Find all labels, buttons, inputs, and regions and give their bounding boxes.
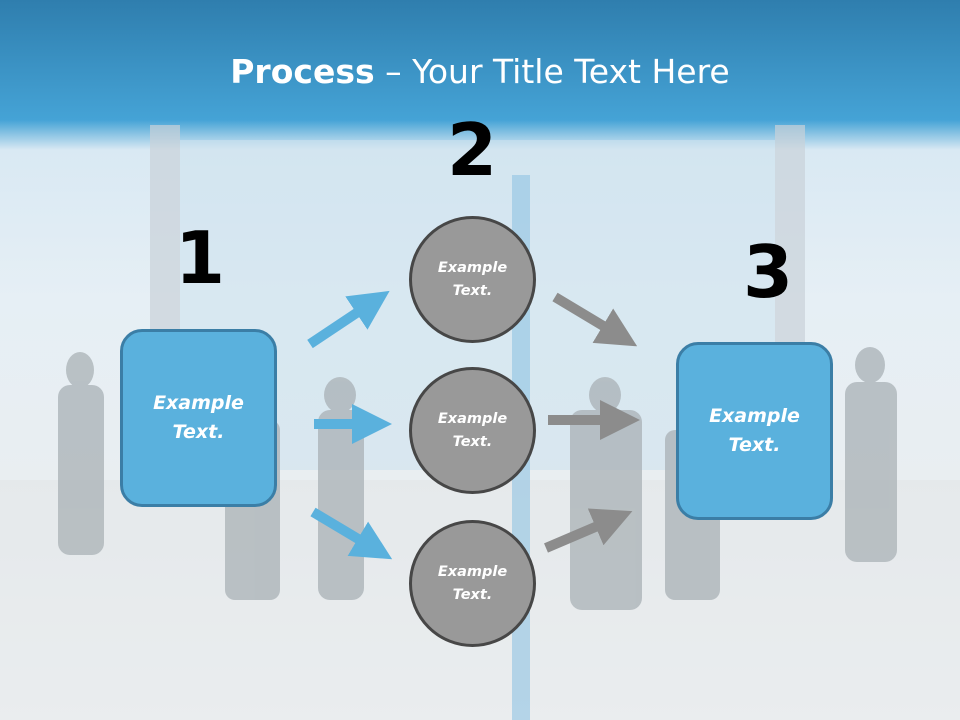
arrow-gray-up (544, 508, 633, 553)
step-1-text-line2: Text. (172, 421, 225, 443)
circle-text-line1: Example (437, 563, 508, 580)
circle-text-line2: Text. (452, 433, 493, 450)
circle-text-line1: Example (437, 259, 508, 276)
circle-text-line1: Example (437, 410, 508, 427)
title-bold: Process (230, 52, 375, 91)
step-number-2: 2 (446, 108, 498, 192)
step-number-1: 1 (174, 216, 226, 300)
title-rest: – Your Title Text Here (374, 52, 730, 91)
arrow-gray-down (552, 292, 638, 347)
arrow-blue-down (310, 507, 393, 560)
step-3-text-line1: Example (709, 405, 800, 427)
circle-text-line2: Text. (452, 586, 493, 603)
slide-title: Process – Your Title Text Here (0, 52, 960, 91)
circle-text-line2: Text. (452, 282, 493, 299)
arrow-blue-up (307, 290, 390, 349)
step-number-3: 3 (742, 230, 794, 314)
step-3-text-line2: Text. (728, 434, 781, 456)
step-1-text-line1: Example (153, 392, 244, 414)
